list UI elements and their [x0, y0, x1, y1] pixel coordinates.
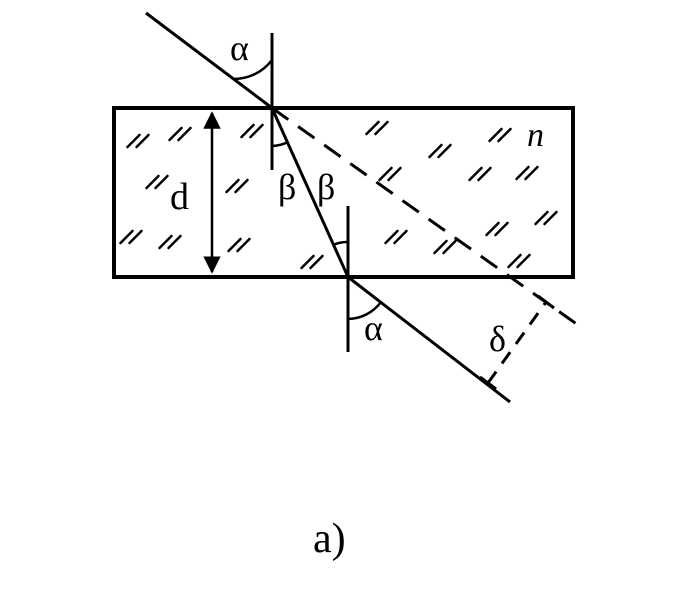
- hatch-stroke: [485, 221, 500, 237]
- hatch-stroke: [365, 120, 380, 136]
- label-alpha-exit: α: [364, 308, 383, 348]
- angle-arc-beta-top: [271, 140, 289, 148]
- hatch-stroke: [494, 221, 509, 237]
- hatch-stroke: [488, 127, 503, 143]
- hatch-stroke: [374, 120, 389, 136]
- angle-arc-alpha-incident: [232, 59, 273, 81]
- refracted-ray: [270, 107, 350, 278]
- label-beta-right: β: [317, 167, 335, 207]
- angle-arc-beta-bottom: [332, 240, 349, 247]
- glass-plate: [112, 106, 575, 279]
- hatch-stroke: [128, 229, 143, 245]
- label-displacement: δ: [489, 319, 506, 359]
- displacement-tick-bottom: [479, 375, 497, 391]
- hatch-stroke: [433, 239, 448, 255]
- label-alpha-incident: α: [230, 28, 249, 68]
- hatch-stroke: [309, 254, 324, 270]
- hatch-stroke: [515, 165, 530, 181]
- hatch-stroke: [154, 174, 169, 190]
- hatch-stroke: [534, 210, 549, 226]
- figure-caption: a): [313, 516, 346, 562]
- hatch-stroke: [177, 126, 192, 142]
- hatch-stroke: [387, 166, 402, 182]
- hatch-stroke: [543, 210, 558, 226]
- hatch-stroke: [158, 234, 173, 250]
- hatch-stroke: [524, 165, 539, 181]
- hatch-stroke: [126, 133, 141, 149]
- hatch-stroke: [477, 166, 492, 182]
- hatch-stroke: [167, 234, 182, 250]
- hatch-stroke: [497, 127, 512, 143]
- hatch-stroke: [468, 166, 483, 182]
- emergent-ray: [347, 275, 511, 404]
- hatch-stroke: [300, 254, 315, 270]
- hatch-stroke: [249, 123, 264, 139]
- hatch-stroke: [428, 143, 443, 159]
- label-thickness: d: [170, 176, 189, 218]
- hatch-stroke: [227, 237, 242, 253]
- displacement-tick-top: [537, 294, 555, 310]
- hatch-stroke: [168, 126, 183, 142]
- label-refractive-index: n: [527, 117, 544, 154]
- hatch-stroke: [384, 229, 399, 245]
- label-beta-left: β: [278, 167, 296, 207]
- displacement-line-dashed: [486, 301, 548, 384]
- glass-hatching: [119, 120, 558, 270]
- hatch-stroke: [145, 174, 160, 190]
- hatch-stroke: [393, 229, 408, 245]
- hatch-stroke: [516, 253, 531, 269]
- hatch-stroke: [119, 229, 134, 245]
- hatch-stroke: [225, 178, 240, 194]
- hatch-stroke: [135, 133, 150, 149]
- hatch-stroke: [240, 123, 255, 139]
- hatch-stroke: [236, 237, 251, 253]
- incident-ray: [145, 11, 273, 110]
- angle-arc-alpha-exit: [347, 301, 383, 321]
- hatch-stroke: [234, 178, 249, 194]
- hatch-stroke: [378, 166, 393, 182]
- hatch-stroke: [507, 253, 522, 269]
- hatch-stroke: [442, 239, 457, 255]
- hatch-stroke: [437, 143, 452, 159]
